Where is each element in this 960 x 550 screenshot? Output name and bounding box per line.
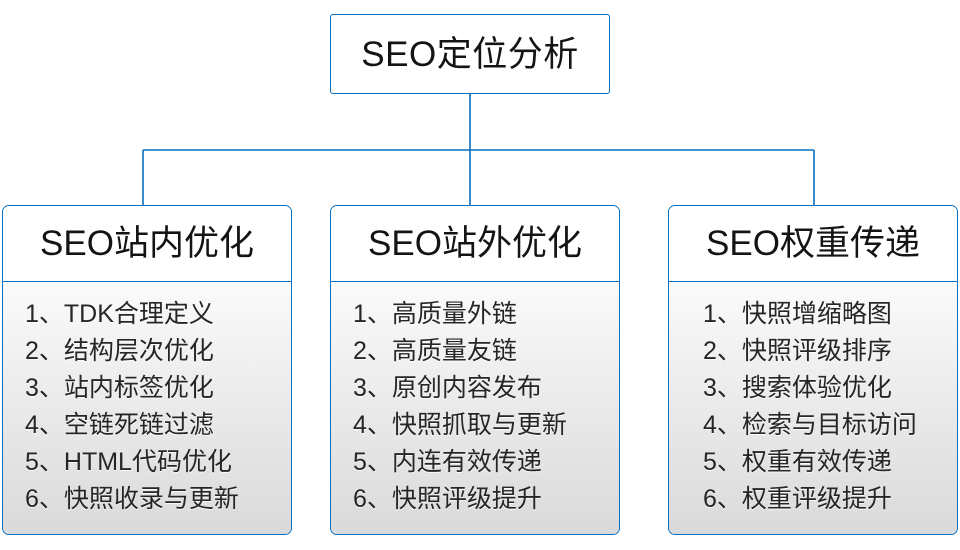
list-item: 4、快照抓取与更新: [353, 411, 567, 439]
branch-card-3[interactable]: SEO权重传递 1、快照增缩略图 2、快照评级排序 3、搜索体验优化 4、检索与…: [668, 205, 958, 535]
list-item: 3、原创内容发布: [353, 374, 542, 402]
list-item: 6、快照评级提升: [353, 485, 542, 513]
list-item: 3、站内标签优化: [25, 374, 214, 402]
branch-card-1[interactable]: SEO站内优化 1、TDK合理定义 2、结构层次优化 3、站内标签优化 4、空链…: [2, 205, 292, 535]
list-item: 4、检索与目标访问: [703, 411, 917, 439]
branch-header-1[interactable]: SEO站内优化: [3, 206, 291, 282]
list-item: 1、高质量外链: [353, 300, 517, 328]
list-item: 1、TDK合理定义: [25, 300, 214, 328]
branch-card-2[interactable]: SEO站外优化 1、高质量外链 2、高质量友链 3、原创内容发布 4、快照抓取与…: [330, 205, 620, 535]
list-item: 2、高质量友链: [353, 337, 517, 365]
list-item: 2、结构层次优化: [25, 337, 214, 365]
list-item: 3、搜索体验优化: [703, 374, 892, 402]
list-item: 5、内连有效传递: [353, 448, 542, 476]
list-item: 6、权重评级提升: [703, 485, 892, 513]
list-item: 2、快照评级排序: [703, 337, 892, 365]
list-item: 1、快照增缩略图: [703, 300, 892, 328]
list-item: 5、HTML代码优化: [25, 448, 232, 476]
branch-header-label-1: SEO站内优化: [40, 224, 254, 263]
root-node-box[interactable]: SEO定位分析: [330, 14, 610, 94]
root-node-title: SEO定位分析: [361, 34, 579, 74]
list-item: 6、快照收录与更新: [25, 485, 239, 513]
branch-header-3[interactable]: SEO权重传递: [669, 206, 957, 282]
branch-header-label-2: SEO站外优化: [368, 224, 582, 263]
list-item: 4、空链死链过滤: [25, 411, 214, 439]
branch-list-3: 1、快照增缩略图 2、快照评级排序 3、搜索体验优化 4、检索与目标访问 5、权…: [669, 282, 957, 534]
branch-list-2: 1、高质量外链 2、高质量友链 3、原创内容发布 4、快照抓取与更新 5、内连有…: [331, 282, 619, 534]
branch-header-label-3: SEO权重传递: [706, 224, 920, 263]
branch-list-1: 1、TDK合理定义 2、结构层次优化 3、站内标签优化 4、空链死链过滤 5、H…: [3, 282, 291, 534]
list-item: 5、权重有效传递: [703, 448, 892, 476]
branch-header-2[interactable]: SEO站外优化: [331, 206, 619, 282]
